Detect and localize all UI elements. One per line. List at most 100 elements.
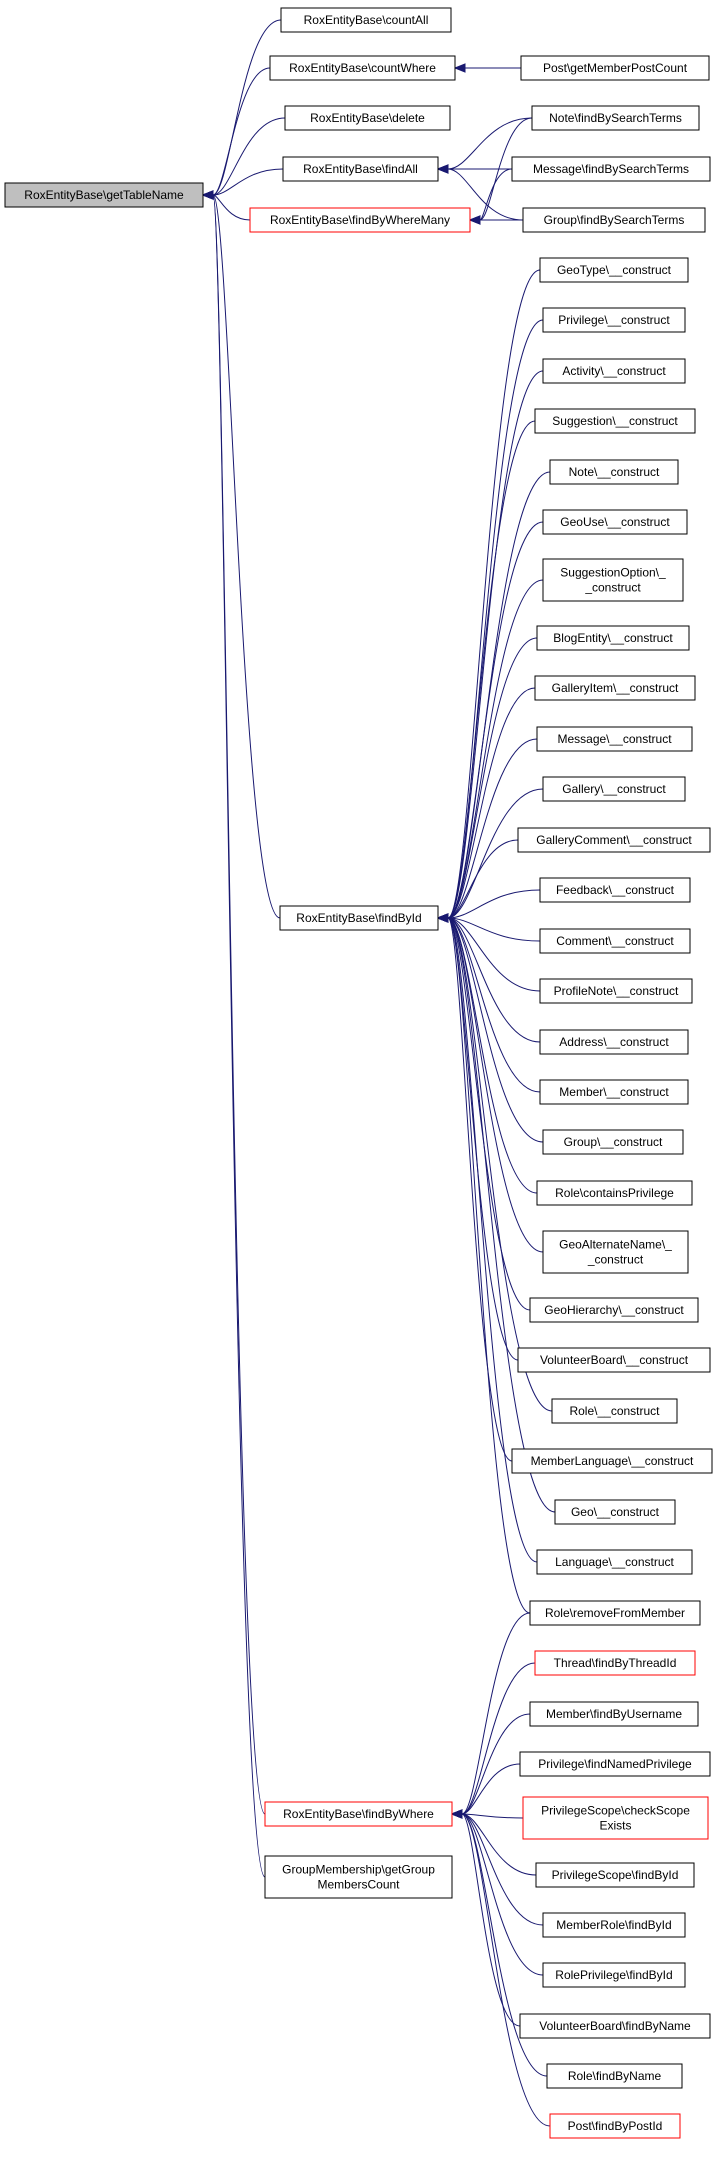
node-c_address[interactable]: Address\__construct: [539, 1029, 689, 1055]
node-c_feedback[interactable]: Feedback\__construct: [539, 877, 691, 903]
edge-volunteerboard_findbyname-to-findByWhere: [450, 1809, 521, 2027]
node-c_activity[interactable]: Activity\__construct: [542, 358, 686, 384]
node-box: [511, 1448, 713, 1474]
node-c_profilenote[interactable]: ProfileNote\__construct: [539, 978, 693, 1004]
node-box: [279, 905, 439, 931]
node-label: Gallery\__construct: [562, 782, 666, 796]
node-c_geoalternatename[interactable]: GeoAlternateName\__construct: [542, 1230, 689, 1274]
node-role_remove[interactable]: Role\removeFromMember: [529, 1600, 701, 1626]
node-label: Privilege\findNamedPrivilege: [538, 1757, 692, 1771]
node-box: [542, 776, 686, 802]
node-label: MemberLanguage\__construct: [531, 1454, 694, 1468]
node-c_blogentity[interactable]: BlogEntity\__construct: [536, 625, 690, 651]
node-roleprivilege_findbyid[interactable]: RolePrivilege\findById: [542, 1962, 686, 1988]
node-box: [536, 726, 693, 752]
edge-c_role-to-findById: [436, 913, 553, 1412]
node-label: GeoHierarchy\__construct: [544, 1303, 684, 1317]
node-label: Role\findByName: [568, 2069, 662, 2083]
node-box: [284, 105, 451, 131]
node-findAll[interactable]: RoxEntityBase\findAll: [282, 156, 439, 182]
node-c_suggestionoption[interactable]: SuggestionOption\__construct: [542, 558, 684, 602]
node-box: [517, 1347, 711, 1373]
node-label: Note\findBySearchTerms: [549, 111, 682, 125]
node-c_language[interactable]: Language\__construct: [536, 1549, 693, 1575]
node-c_message[interactable]: Message\__construct: [536, 726, 693, 752]
node-c_volunteerboard[interactable]: VolunteerBoard\__construct: [517, 1347, 711, 1373]
node-box: [529, 1701, 699, 1727]
node-box: [542, 1962, 686, 1988]
node-c_geo[interactable]: Geo\__construct: [554, 1499, 676, 1525]
node-label: Address\__construct: [559, 1035, 669, 1049]
node-countAll[interactable]: RoxEntityBase\countAll: [280, 7, 452, 33]
node-c_geotype[interactable]: GeoType\__construct: [539, 257, 689, 283]
node-c_geouse[interactable]: GeoUse\__construct: [542, 509, 688, 535]
node-box: [534, 408, 696, 434]
node-c_memberlanguage[interactable]: MemberLanguage\__construct: [511, 1448, 713, 1474]
node-c_group[interactable]: Group\__construct: [542, 1129, 684, 1155]
node-c_note[interactable]: Note\__construct: [549, 459, 679, 485]
node-label: RoxEntityBase\countAll: [304, 13, 429, 27]
node-label: Suggestion\__construct: [552, 414, 678, 428]
edge-countAll-to-root: [201, 19, 282, 200]
node-box: [4, 182, 204, 208]
edge-role_contains-to-findById: [436, 913, 538, 1194]
node-box: [264, 1801, 453, 1827]
node-post_findbypostid[interactable]: Post\findByPostId: [549, 2113, 681, 2139]
edge-c_volunteerboard-to-findById: [436, 913, 519, 1361]
node-c_gallery[interactable]: Gallery\__construct: [542, 776, 686, 802]
node-c_galleryitem[interactable]: GalleryItem\__construct: [534, 675, 696, 701]
node-label: Language\__construct: [555, 1555, 674, 1569]
node-box: [539, 1029, 689, 1055]
node-delete[interactable]: RoxEntityBase\delete: [284, 105, 451, 131]
node-label: GeoUse\__construct: [560, 515, 670, 529]
node-messageSearch[interactable]: Message\findBySearchTerms: [511, 156, 711, 182]
node-member_findusername[interactable]: Member\findByUsername: [529, 1701, 699, 1727]
node-findByWhereMany[interactable]: RoxEntityBase\findByWhereMany: [249, 207, 471, 233]
edge-role_remove-to-findByWhere: [450, 1612, 531, 1819]
node-memberrole_findbyid[interactable]: MemberRole\findById: [542, 1912, 686, 1938]
node-box: [539, 1079, 689, 1105]
node-label: VolunteerBoard\__construct: [540, 1353, 689, 1367]
node-findById[interactable]: RoxEntityBase\findById: [279, 905, 439, 931]
node-label: Post\getMemberPostCount: [543, 61, 688, 75]
node-c_gallerycomment[interactable]: GalleryComment\__construct: [517, 827, 711, 853]
node-box: [539, 928, 691, 954]
node-privilege_findnamed[interactable]: Privilege\findNamedPrivilege: [519, 1751, 711, 1777]
node-label: Group\__construct: [564, 1135, 663, 1149]
node-privscope_findbyid[interactable]: PrivilegeScope\findById: [535, 1862, 695, 1888]
edge-c_suggestionoption-to-findById: [436, 579, 544, 923]
nodes-layer: RoxEntityBase\getTableNameRoxEntityBase\…: [4, 7, 713, 2139]
node-box: [535, 1862, 695, 1888]
node-c_comment[interactable]: Comment\__construct: [539, 928, 691, 954]
node-volunteerboard_findbyname[interactable]: VolunteerBoard\findByName: [519, 2013, 711, 2039]
node-box: [264, 1855, 453, 1899]
node-box: [529, 1600, 701, 1626]
node-findByWhere[interactable]: RoxEntityBase\findByWhere: [264, 1801, 453, 1827]
node-thread_find[interactable]: Thread\findByThreadId: [534, 1650, 696, 1676]
edge-c_gallery-to-findById: [436, 788, 544, 923]
edge-c_gallerycomment-to-findById: [436, 839, 519, 923]
node-label: GeoType\__construct: [557, 263, 672, 277]
node-c_suggestion[interactable]: Suggestion\__construct: [534, 408, 696, 434]
node-c_privilege[interactable]: Privilege\__construct: [542, 307, 686, 333]
node-noteSearch[interactable]: Note\findBySearchTerms: [531, 105, 700, 131]
node-box: [269, 55, 456, 81]
node-c_member[interactable]: Member\__construct: [539, 1079, 689, 1105]
node-root[interactable]: RoxEntityBase\getTableName: [4, 182, 204, 208]
node-box: [549, 459, 679, 485]
node-box: [554, 1499, 676, 1525]
node-countWhere[interactable]: RoxEntityBase\countWhere: [269, 55, 456, 81]
node-box: [529, 1297, 699, 1323]
node-c_role[interactable]: Role\__construct: [551, 1398, 678, 1424]
node-role_contains[interactable]: Role\containsPrivilege: [536, 1180, 693, 1206]
node-c_geohierarchy[interactable]: GeoHierarchy\__construct: [529, 1297, 699, 1323]
edge-groupSearch-to-findByWhereMany: [468, 215, 523, 225]
edge-delete-to-root: [201, 117, 286, 200]
node-role_findbyname[interactable]: Role\findByName: [546, 2063, 683, 2089]
node-postCount[interactable]: Post\getMemberPostCount: [520, 55, 710, 81]
node-label: GeoAlternateName\_: [559, 1238, 672, 1252]
node-groupSearch[interactable]: Group\findBySearchTerms: [522, 207, 706, 233]
